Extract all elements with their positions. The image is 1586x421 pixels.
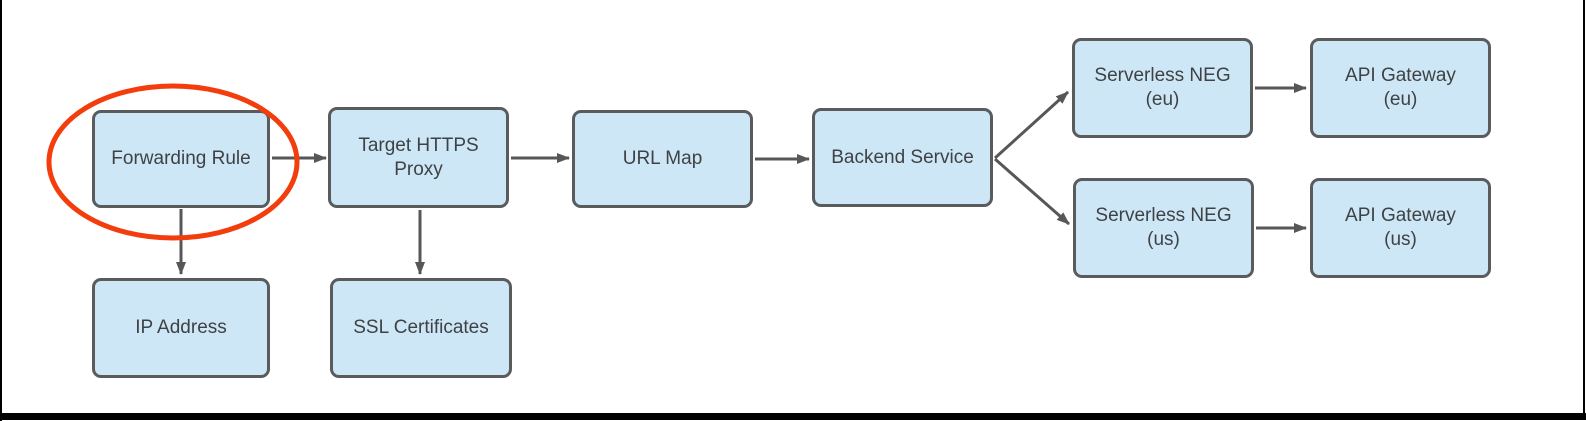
node-label: Serverless NEG [1094, 65, 1231, 87]
node-label: (eu) [1383, 89, 1418, 110]
node-ip-address: IP Address [92, 278, 270, 378]
node-label: (eu) [1145, 89, 1180, 110]
node-serverless-neg-eu: Serverless NEG (eu) [1072, 38, 1253, 138]
node-label: SSL Certificates [353, 317, 489, 339]
node-url-map: URL Map [572, 110, 753, 208]
node-label: Backend Service [831, 146, 974, 168]
node-api-gateway-us: API Gateway (us) [1310, 178, 1491, 278]
node-label: API Gateway [1345, 65, 1456, 87]
frame-left-edge [0, 0, 2, 421]
node-ssl-certificates: SSL Certificates [330, 278, 512, 378]
node-label: Proxy [394, 158, 443, 180]
node-label: API Gateway [1345, 205, 1456, 227]
node-label: (us) [1384, 229, 1417, 250]
node-forwarding-rule: Forwarding Rule [92, 110, 270, 208]
node-serverless-neg-us: Serverless NEG (us) [1073, 178, 1254, 278]
node-label: Target HTTPS [358, 134, 479, 156]
node-label: URL Map [622, 148, 703, 170]
edge-backend-service-to-serverless-neg-eu [993, 90, 1070, 160]
edge-backend-service-to-serverless-neg-us [994, 157, 1070, 226]
node-label: Serverless NEG [1095, 205, 1232, 227]
frame-bottom-bar [0, 413, 1586, 420]
node-label: Forwarding Rule [111, 148, 251, 170]
node-api-gateway-eu: API Gateway (eu) [1310, 38, 1491, 138]
node-target-https-proxy: Target HTTPS Proxy [328, 107, 509, 208]
frame-right-edge [1583, 0, 1585, 414]
node-label: (us) [1147, 229, 1180, 250]
node-label: IP Address [135, 317, 227, 339]
node-backend-service: Backend Service [812, 108, 993, 207]
